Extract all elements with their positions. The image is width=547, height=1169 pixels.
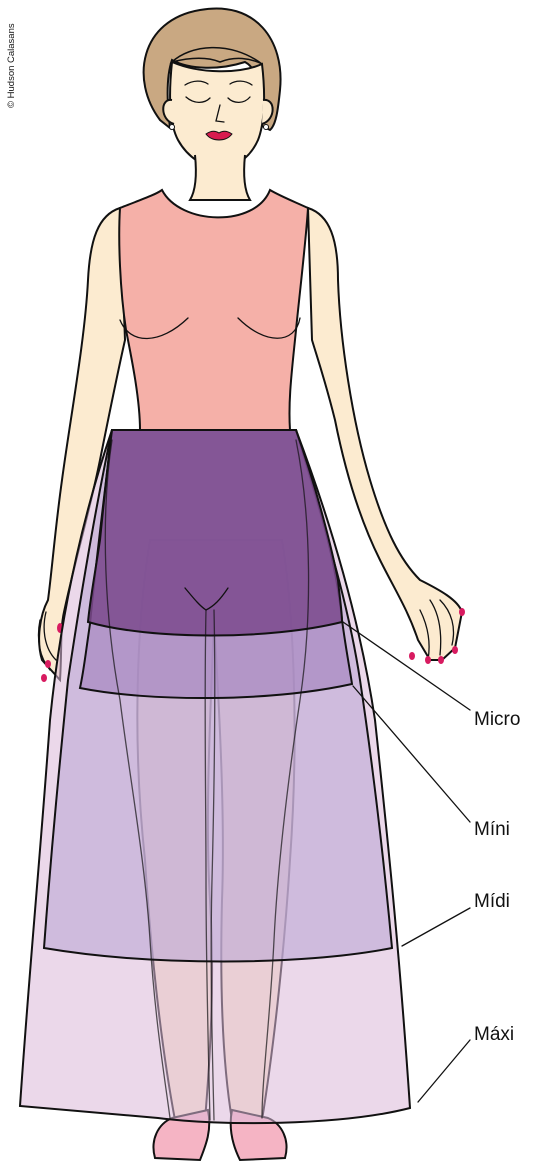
nail (45, 660, 51, 668)
label-micro: Micro (474, 709, 520, 730)
nail (438, 656, 444, 664)
earring (264, 125, 269, 130)
nail (459, 608, 465, 616)
nail (409, 652, 415, 660)
nail (425, 656, 431, 664)
nail (41, 674, 47, 682)
callout-line-midi (402, 908, 470, 946)
sleeveless-top (119, 190, 308, 430)
neck (190, 155, 250, 200)
label-maxi: Máxi (474, 1024, 514, 1045)
earring (170, 125, 175, 130)
skirt-micro (88, 430, 342, 636)
label-midi: Mídi (474, 891, 510, 912)
callout-line-maxi (418, 1040, 470, 1102)
nail (452, 646, 458, 654)
copyright-credit: © Hudson Calasans (6, 23, 17, 108)
label-mini: Míni (474, 819, 510, 840)
